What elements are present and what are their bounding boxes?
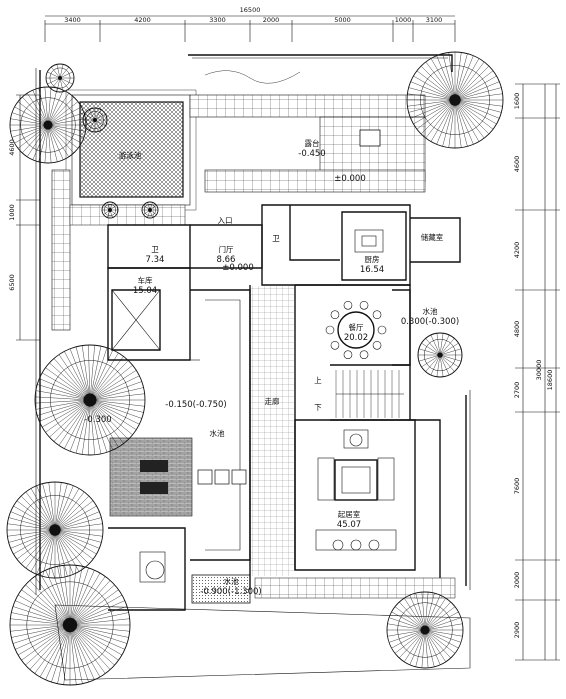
- room-pool-main: 水池: [210, 428, 225, 438]
- south-pond: [191, 574, 251, 604]
- room-label: 车库: [138, 275, 153, 285]
- tree-icon: [386, 591, 464, 669]
- room-label: 门厅: [219, 245, 234, 254]
- room-down: 下: [314, 403, 322, 412]
- room-labels: 游泳池露台-0.450±0.000入口卫7.34门厅8.66±0.000卫厨房1…: [84, 138, 459, 597]
- tree-icon: [9, 86, 87, 164]
- room-area: ±0.000: [334, 174, 365, 184]
- room-area: ±0.000: [222, 263, 253, 273]
- top-dimension-label: 1000: [395, 16, 412, 24]
- room-area: 20.02: [344, 333, 368, 343]
- right-dimension-label: 7600: [513, 478, 521, 495]
- corridor-tiles: [251, 286, 294, 576]
- room-pond-right: 水池0.300(-0.300): [401, 306, 459, 327]
- room-label: 起居室: [338, 509, 361, 519]
- kitchen-counter: [354, 229, 384, 253]
- right-dimension-label: 2000: [513, 572, 521, 589]
- room-foyer-level: ±0.000: [222, 263, 253, 273]
- right-outer-dimension-label: 18600: [546, 370, 554, 391]
- room-area: 8.66: [217, 255, 236, 265]
- top-dimension-label: 2000: [263, 16, 280, 24]
- room-label: 储藏室: [421, 232, 444, 242]
- trees: [6, 51, 504, 686]
- wood-deck: [109, 437, 193, 517]
- room-label: 上: [314, 376, 322, 385]
- tree-icon: [45, 63, 75, 93]
- room-area: 0.300(-0.300): [401, 317, 459, 327]
- room-label: 入口: [218, 216, 233, 225]
- room-label: 厨房: [365, 254, 380, 264]
- room-bath2: 卫: [272, 234, 280, 243]
- right-dimension-label: 4200: [513, 242, 521, 259]
- room-label: 游泳池: [119, 150, 142, 160]
- room-level-a: ±0.000: [334, 174, 365, 184]
- room-label: 餐厅: [349, 323, 364, 332]
- tree-icon: [6, 481, 104, 579]
- tree-icon: [141, 201, 159, 219]
- top-dimension-label: 3400: [64, 16, 81, 24]
- room-label: 走廊: [265, 396, 280, 406]
- dining-table: [325, 300, 387, 360]
- top-terrace: [189, 70, 426, 193]
- top-dimension-label: 5000: [334, 16, 351, 24]
- room-label: 露台: [305, 138, 320, 148]
- room-area: 15.04: [133, 286, 157, 296]
- room-area: -0.300: [84, 415, 111, 425]
- right-dimension-label: 2700: [513, 382, 521, 399]
- right-outer-dimension-label: 30000: [535, 360, 543, 381]
- living-furniture: [315, 429, 397, 551]
- room-label: 下: [314, 403, 322, 412]
- top-dimensions: 16500 3400 4200 3300 2000 5000 1000 3100: [44, 6, 456, 42]
- tree-icon: [101, 201, 119, 219]
- top-dimension-label: 4200: [134, 16, 151, 24]
- room-label: 卫: [151, 245, 159, 254]
- room-pond-bottom: 水池-0.900(-1.300): [200, 576, 261, 597]
- room-mark-a: -0.300: [84, 415, 111, 425]
- room-pool-top: 游泳池: [119, 150, 142, 160]
- room-area: 7.34: [146, 255, 165, 265]
- room-area: 45.07: [337, 520, 361, 530]
- room-storage: 储藏室: [421, 232, 444, 242]
- sw-block: [108, 527, 186, 611]
- top-dimension-label: 3100: [426, 16, 443, 24]
- room-area: -0.900(-1.300): [200, 587, 261, 597]
- left-dimension-label: 1000: [8, 204, 16, 221]
- room-label: 卫: [272, 234, 280, 243]
- room-area: 16.54: [360, 265, 384, 275]
- room-entry: 入口: [218, 216, 233, 225]
- room-area: -0.450: [298, 149, 325, 159]
- room-corridor: 走廊: [265, 396, 280, 406]
- total-width-label: 16500: [240, 6, 261, 14]
- room-bath1: 卫7.34: [146, 245, 165, 265]
- left-dimension-label: 4600: [8, 139, 16, 156]
- tree-icon: [9, 564, 131, 686]
- central-pool: [190, 289, 251, 561]
- room-foyer: 门厅8.66: [217, 245, 236, 265]
- room-pool-level: -0.150(-0.750): [165, 400, 226, 410]
- tree-icon: [417, 332, 463, 378]
- right-dimension-label: 1600: [513, 93, 521, 110]
- room-area: -0.150(-0.750): [165, 400, 226, 410]
- top-dimension-label: 3300: [209, 16, 226, 24]
- tree-icon: [34, 344, 146, 456]
- right-dimension-label: 2900: [513, 622, 521, 639]
- right-dimension-label: 4800: [513, 321, 521, 338]
- room-label: 水池: [423, 306, 438, 316]
- room-label: 水池: [210, 428, 225, 438]
- room-terrace: 露台-0.450: [298, 138, 325, 159]
- tree-icon: [406, 51, 504, 149]
- right-dimension-label: 4600: [513, 156, 521, 173]
- left-dimension-label: 6500: [8, 274, 16, 291]
- room-label: 水池: [224, 576, 239, 586]
- south-path: [254, 577, 456, 599]
- tree-icon: [82, 107, 108, 133]
- room-up: 上: [314, 376, 322, 385]
- top-pool: [65, 89, 197, 211]
